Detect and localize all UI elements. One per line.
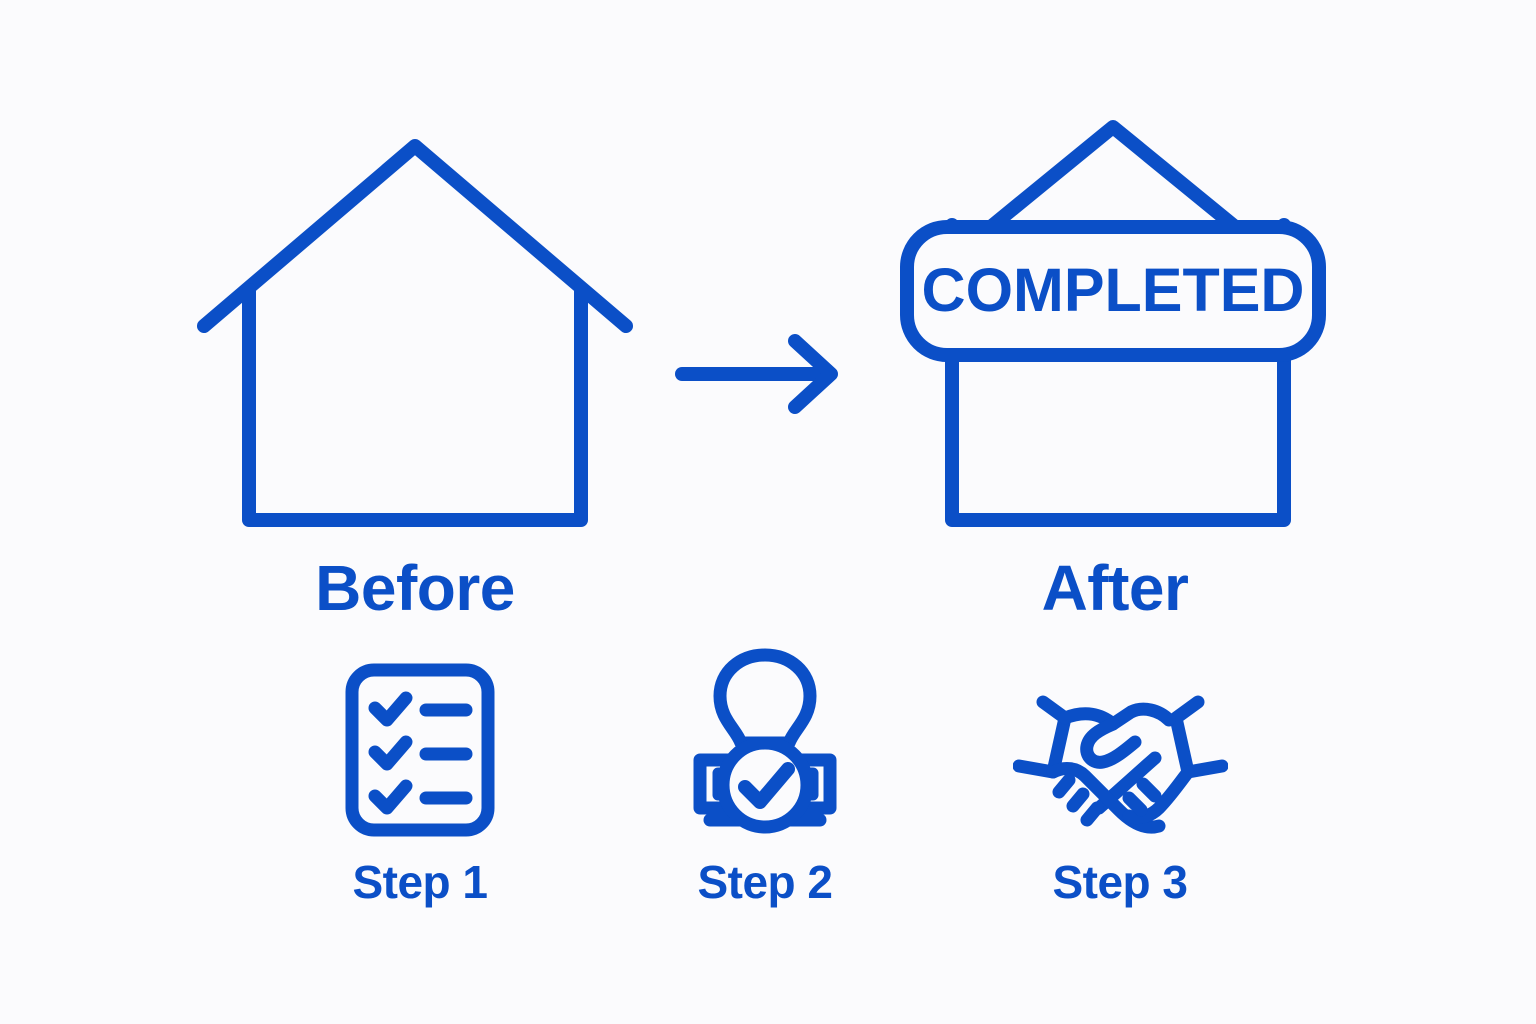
handshake-right-arm — [1169, 695, 1228, 779]
house-outline-icon — [197, 139, 633, 527]
step-2-label: Step 2 — [697, 856, 833, 908]
step-3-label: Step 3 — [1052, 856, 1188, 908]
after-caption: After — [1041, 552, 1189, 624]
handshake-finger-1 — [1052, 773, 1075, 799]
transition-arrow — [660, 330, 860, 420]
stamp-handle — [713, 648, 816, 750]
handshake-knuckle-2 — [1122, 791, 1147, 817]
after-house-icon: COMPLETED — [880, 105, 1350, 540]
stamp-check-circle — [716, 736, 813, 834]
checklist-icon — [345, 663, 495, 837]
completed-sign-label: COMPLETED — [922, 256, 1305, 324]
completed-sign-board — [900, 220, 1326, 362]
checklist-checkmarks — [368, 691, 413, 815]
checklist-page — [345, 663, 495, 837]
step-1-icon-wrap — [270, 650, 570, 840]
handshake-top-edge — [1058, 702, 1175, 731]
before-caption: Before — [315, 552, 515, 624]
approval-stamp-check-icon — [693, 648, 836, 834]
step-3-icon-wrap — [970, 650, 1270, 840]
step-item-2: Step 2 — [615, 648, 915, 908]
handshake-left-arm — [1012, 695, 1071, 779]
checklist-lines — [419, 703, 473, 805]
before-house-icon — [180, 110, 650, 540]
handshake-left-thumb — [1079, 717, 1141, 769]
handshake-knuckle-1 — [1136, 777, 1161, 803]
handshake-finger-2 — [1066, 787, 1089, 813]
step-2-icon-wrap — [615, 648, 915, 840]
handshake-icon — [1012, 695, 1228, 834]
check-icon — [737, 762, 795, 809]
house-with-sign-icon: COMPLETED — [900, 120, 1326, 527]
step-item-3: Step 3 — [970, 650, 1270, 908]
handshake-right-fingers — [1122, 765, 1194, 825]
arrow-right-icon — [675, 334, 838, 414]
step-1-label: Step 1 — [352, 856, 488, 908]
step-item-1: Step 1 — [270, 650, 570, 908]
handshake-finger-3 — [1080, 801, 1103, 827]
